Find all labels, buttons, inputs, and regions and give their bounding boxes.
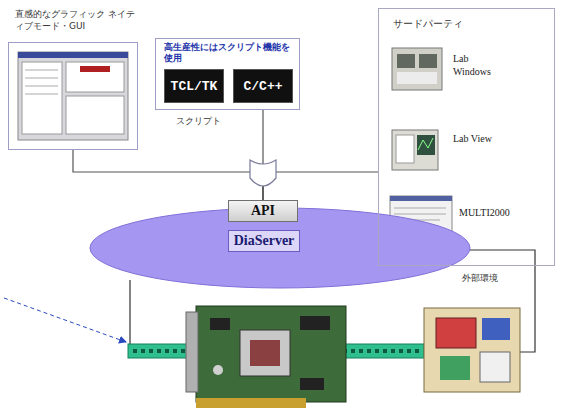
node-label: 高生産性にはスクリプト機能を使用 xyxy=(164,42,292,65)
wire xyxy=(130,280,150,352)
drawing-part xyxy=(419,54,437,68)
row xyxy=(25,70,58,71)
indicator xyxy=(80,66,110,72)
tool-item: MULTI2000 xyxy=(459,207,549,227)
row xyxy=(25,94,58,95)
drawing-part xyxy=(157,349,161,353)
drawing-part xyxy=(375,349,379,353)
drawing-part xyxy=(392,130,438,170)
drawing-part xyxy=(417,135,435,155)
connector-line xyxy=(73,150,263,200)
drawing-part xyxy=(396,135,414,163)
pane xyxy=(22,62,62,134)
drawing-part xyxy=(149,349,153,353)
drawing-part xyxy=(392,48,442,90)
drawing-part xyxy=(359,349,363,353)
script-panel: 高生産性にはスクリプト機能を使用スクリプトTCL/TKC/C++ xyxy=(155,38,300,110)
node-label: 直感的なグラフィック ネイティブモード・GUI xyxy=(15,9,139,32)
drawing-part xyxy=(399,349,403,353)
drawing-part xyxy=(482,318,510,340)
drawing-part xyxy=(436,318,476,348)
labwindows-icon xyxy=(392,48,442,90)
drawing-part xyxy=(391,349,395,353)
pane xyxy=(66,96,124,134)
note-label: 外部環境 xyxy=(462,272,498,285)
node-label: Lab Windows xyxy=(453,53,508,78)
tool-item: Lab Windows xyxy=(453,53,533,83)
drawing-part xyxy=(300,378,324,390)
callout-arrow xyxy=(4,298,126,342)
pane xyxy=(66,62,124,92)
console-box: TCL/TK xyxy=(164,69,224,103)
drawing-part xyxy=(397,54,415,68)
drawing-part xyxy=(397,72,437,84)
drawing-part xyxy=(418,138,433,150)
drawing-part xyxy=(415,349,419,353)
pci-board xyxy=(186,306,346,408)
drawing-part xyxy=(240,330,290,376)
drawing-part xyxy=(250,340,280,366)
drawing-part xyxy=(133,349,137,353)
row xyxy=(25,86,58,87)
drawing-part xyxy=(181,349,185,353)
node-label: MULTI2000 xyxy=(459,207,549,220)
server-box: DiaServer xyxy=(228,230,301,252)
gui-panel: 直感的なグラフィック ネイティブモード・GUI xyxy=(8,42,138,150)
window xyxy=(18,52,128,140)
node-caption: スクリプト xyxy=(176,115,266,128)
drawing-part xyxy=(383,349,387,353)
drawing-part xyxy=(173,349,177,353)
target-board xyxy=(424,308,520,392)
drawing-part xyxy=(196,306,346,402)
drawing-part xyxy=(351,349,355,353)
row xyxy=(25,78,58,79)
drawing-part xyxy=(213,365,223,375)
api-box: API xyxy=(228,200,298,222)
drawing-part xyxy=(390,196,452,201)
drawing-part xyxy=(440,356,470,380)
drawing-part xyxy=(300,316,330,330)
node-label: API xyxy=(251,203,275,219)
drawing-part xyxy=(424,308,520,392)
merge-gate xyxy=(250,160,276,186)
drawing-part xyxy=(165,349,169,353)
node-label: DiaServer xyxy=(234,233,295,249)
connector-line xyxy=(263,172,378,200)
console-box: C/C++ xyxy=(233,69,293,103)
gui-screenshot xyxy=(18,52,128,140)
drawing-part xyxy=(394,208,446,209)
third-party-panel: サードパーティ Lab WindowsLab ViewMULTI2000 xyxy=(378,8,555,266)
drawing-part xyxy=(407,349,411,353)
drawing-part xyxy=(186,312,198,392)
drawing-part xyxy=(480,352,510,382)
node-label: Lab View xyxy=(453,133,508,146)
node-label: TCL/TK xyxy=(171,79,218,94)
title-bar xyxy=(18,52,128,58)
node-label: C/C++ xyxy=(243,79,282,94)
drawing-part xyxy=(338,344,424,358)
drawing-part xyxy=(394,214,446,215)
tool-item: Lab View xyxy=(453,133,533,163)
drawing-part xyxy=(141,349,145,353)
labview-icon xyxy=(392,130,438,170)
node-label: サードパーティ xyxy=(393,17,543,31)
drawing-part xyxy=(210,318,230,330)
drawing-part xyxy=(367,349,371,353)
drawing-part xyxy=(196,398,306,408)
